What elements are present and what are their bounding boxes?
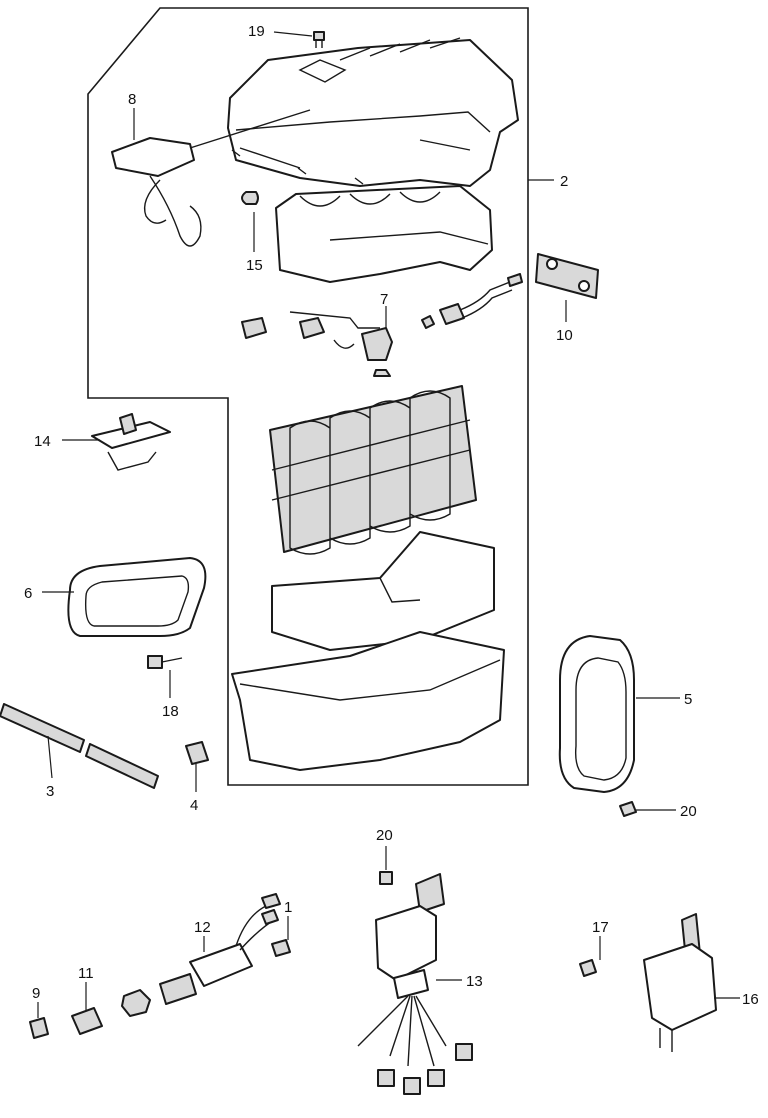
callout-2: 2 xyxy=(560,173,568,190)
screw-17 xyxy=(579,959,597,977)
callout-19: 19 xyxy=(248,23,265,40)
callout-1: 1 xyxy=(284,899,292,916)
seal-10 xyxy=(535,253,599,299)
screw-20-center xyxy=(379,871,393,885)
callout-8: 8 xyxy=(128,91,136,108)
duct-seal-6 xyxy=(67,557,207,637)
callout-13: 13 xyxy=(466,973,483,990)
expansion-valve-7 xyxy=(241,311,393,377)
clip-15 xyxy=(241,191,259,205)
callout-11: 11 xyxy=(78,965,94,982)
lower-case xyxy=(231,631,505,771)
evaporator-core xyxy=(269,385,477,555)
leader-3 xyxy=(47,735,53,779)
callout-17: 17 xyxy=(592,919,609,936)
callout-14: 14 xyxy=(34,433,51,450)
upper-case xyxy=(227,37,519,187)
callout-7: 7 xyxy=(380,291,388,308)
relay-16 xyxy=(643,913,717,1052)
tape-3 xyxy=(0,703,159,789)
middle-case xyxy=(275,185,493,283)
pipe-assembly xyxy=(421,273,523,329)
callout-18: 18 xyxy=(162,703,179,720)
screw-18 xyxy=(147,655,183,669)
knob-11 xyxy=(71,1007,103,1035)
leader-19 xyxy=(273,31,313,37)
callout-4: 4 xyxy=(190,797,198,814)
switch-12 xyxy=(159,893,281,1005)
callout-20-center: 20 xyxy=(376,827,393,844)
bolt-9 xyxy=(29,1017,49,1039)
screw-19 xyxy=(313,31,325,48)
callout-15: 15 xyxy=(246,257,263,274)
callout-10: 10 xyxy=(556,327,573,344)
callout-3: 3 xyxy=(46,783,54,800)
drain-insert xyxy=(271,531,495,651)
thermostat-8 xyxy=(111,109,311,247)
callout-16: 16 xyxy=(742,991,759,1008)
callout-20-right: 20 xyxy=(680,803,697,820)
callout-5: 5 xyxy=(684,691,692,708)
relay-13 xyxy=(357,873,473,1095)
screw-20-right xyxy=(619,801,637,817)
callout-9: 9 xyxy=(32,985,40,1002)
assembly-boundary xyxy=(87,7,529,786)
bracket-14 xyxy=(91,413,171,471)
screw-1 xyxy=(271,939,291,957)
grommet-4 xyxy=(185,741,209,765)
callout-12: 12 xyxy=(194,919,211,936)
nut xyxy=(121,989,151,1017)
gasket-5 xyxy=(558,635,635,793)
callout-6: 6 xyxy=(24,585,32,602)
